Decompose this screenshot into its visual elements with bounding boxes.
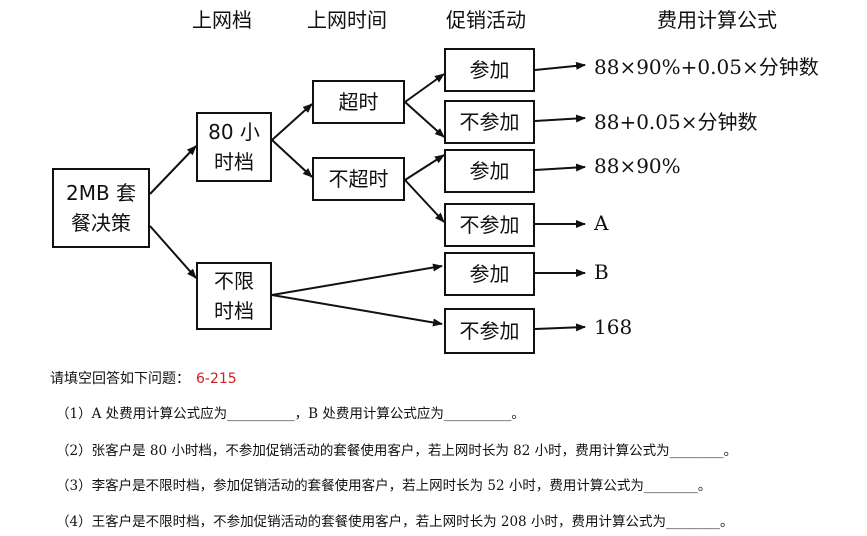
edge-unlimited-p5: [271, 263, 443, 296]
node-promo-4: 不参加: [444, 203, 535, 247]
question-code: 6-215: [196, 371, 237, 387]
result-formula-2: 88+0.05×分钟数: [594, 110, 758, 134]
edge-unlimited-p6: [271, 294, 443, 327]
node-unlimited-label: 不限 时档: [214, 269, 254, 323]
node-not-overtime-label: 不超时: [328, 167, 389, 191]
edge-over-p2: [404, 101, 445, 138]
question-2: （2）张客户是 80 小时档，不参加促销活动的套餐使用客户，若上网时长为 82 …: [56, 443, 738, 459]
edge-p6-r6: [534, 323, 586, 332]
result-formula-5: B: [594, 260, 609, 284]
edge-p3-r3: [534, 163, 586, 172]
result-formula-3: 88×90%: [594, 154, 681, 178]
result-formula-6: 168: [594, 315, 633, 339]
result-formula-4: A: [594, 211, 609, 235]
header-plan: 上网档: [192, 8, 252, 32]
node-overtime-label: 超时: [338, 90, 379, 114]
node-promo-1: 参加: [444, 48, 535, 92]
node-promo-3-label: 参加: [469, 159, 510, 183]
node-promo-5: 参加: [444, 252, 535, 296]
edge-root-unlimited: [149, 225, 197, 279]
node-promo-6-label: 不参加: [459, 319, 520, 343]
header-formula: 费用计算公式: [657, 8, 777, 32]
node-promo-2-label: 不参加: [459, 110, 520, 134]
node-promo-5-label: 参加: [469, 262, 510, 286]
edge-over-p1: [404, 73, 445, 103]
result-formula-1: 88×90%+0.05×分钟数: [594, 55, 819, 79]
edge-root-h80: [149, 145, 197, 195]
header-promo: 促销活动: [446, 8, 526, 32]
edge-notover-p4: [404, 179, 445, 223]
questions-intro-text: 请填空回答如下问题：: [50, 371, 190, 387]
node-promo-1-label: 参加: [469, 58, 510, 82]
node-promo-4-label: 不参加: [459, 213, 520, 237]
edge-p1-r1: [534, 61, 586, 71]
question-3: （3）李客户是不限时档，参加促销活动的套餐使用客户，若上网时长为 52 小时，费…: [56, 478, 712, 494]
node-overtime: 超时: [312, 80, 405, 124]
edge-p2-r2: [534, 114, 586, 123]
node-not-overtime: 不超时: [312, 157, 405, 201]
edge-h80-over: [271, 103, 313, 141]
node-promo-3: 参加: [444, 149, 535, 193]
node-root: 2MB 套 餐决策: [52, 168, 150, 248]
node-promo-6: 不参加: [444, 308, 535, 354]
node-80h-plan: 80 小 时档: [196, 112, 272, 182]
question-1: （1）A 处费用计算公式应为__________，B 处费用计算公式应为____…: [56, 406, 525, 422]
node-promo-2: 不参加: [444, 100, 535, 144]
node-unlimited-plan: 不限 时档: [196, 262, 272, 330]
node-80h-label: 80 小 时档: [208, 120, 260, 174]
edge-h80-notover: [271, 139, 313, 178]
node-root-label: 2MB 套 餐决策: [65, 181, 137, 235]
header-time: 上网时间: [307, 8, 387, 32]
question-4: （4）王客户是不限时档，不参加促销活动的套餐使用客户，若上网时长为 208 小时…: [56, 514, 734, 530]
edge-notover-p3: [404, 154, 445, 181]
questions-intro: 请填空回答如下问题： 6-215: [50, 368, 237, 388]
